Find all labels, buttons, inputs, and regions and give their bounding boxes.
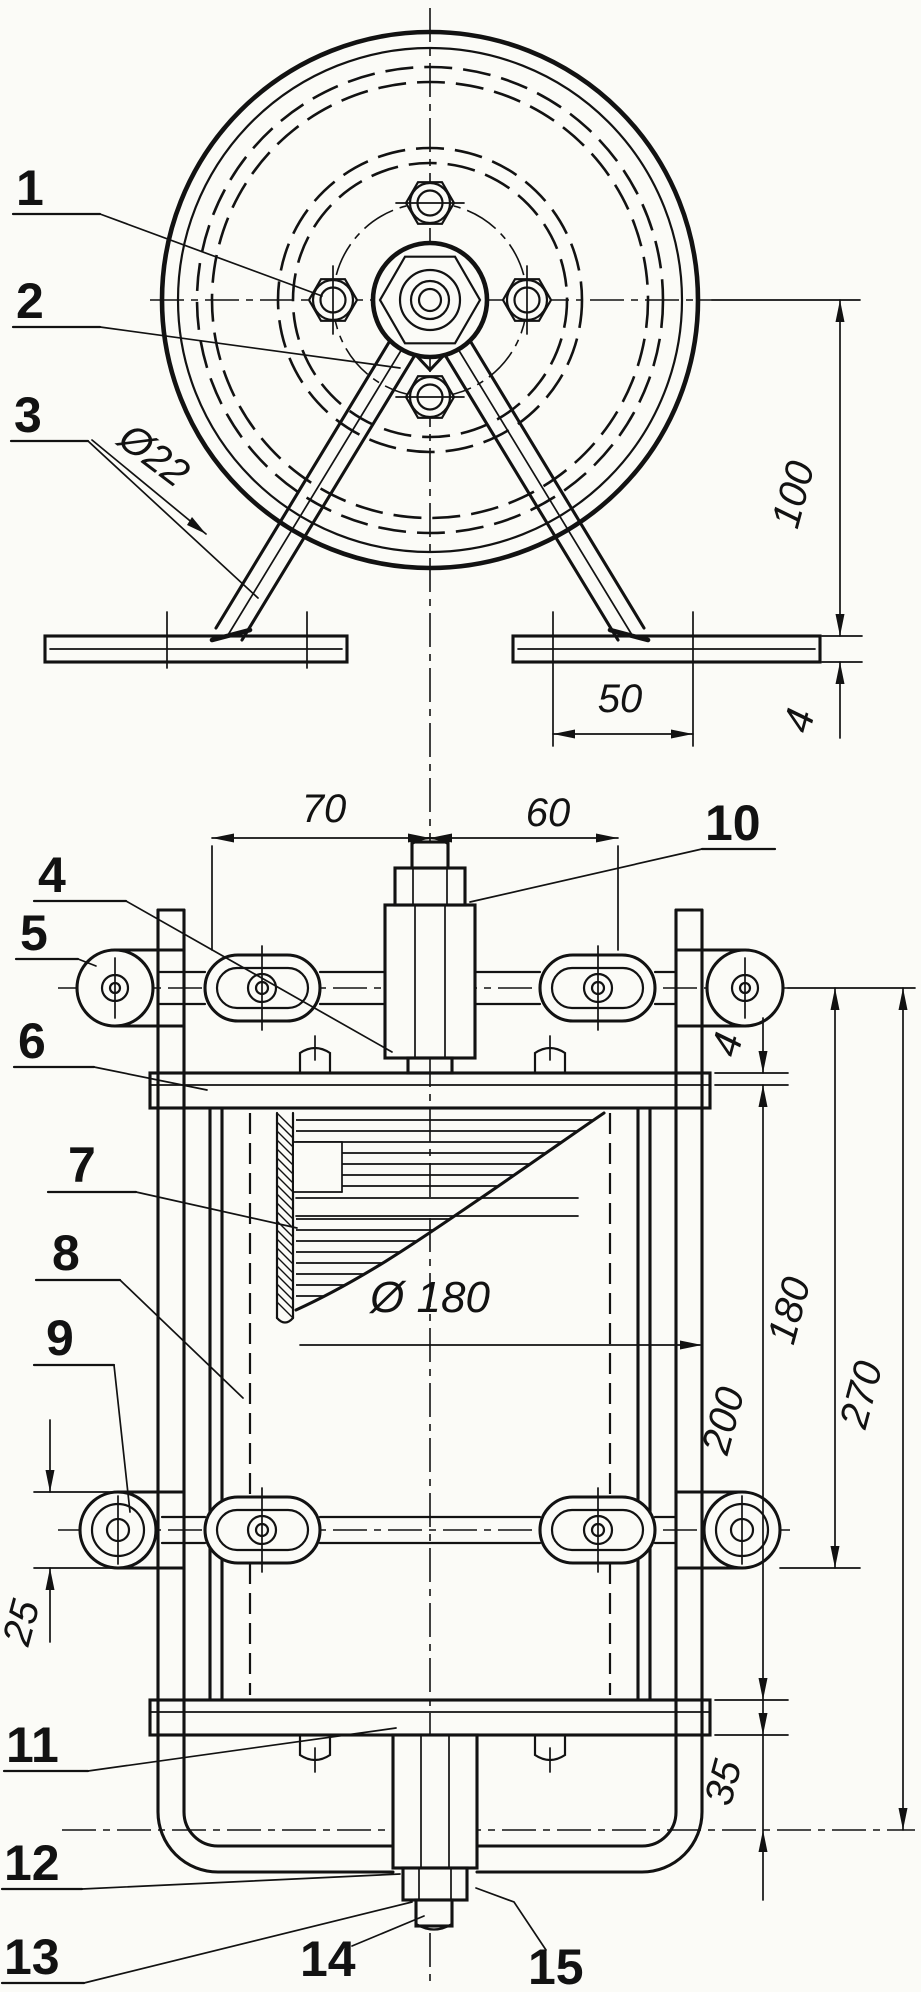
svg-text:12: 12 [4, 1835, 60, 1891]
right-foot [511, 634, 822, 664]
part-label-10: 10 [469, 795, 777, 903]
part-label-12: 12 [0, 1835, 401, 1891]
svg-text:14: 14 [300, 1931, 356, 1987]
svg-text:3: 3 [14, 387, 42, 443]
bolt-bottom [395, 375, 465, 419]
svg-text:2: 2 [16, 273, 44, 329]
dim-50: 50 [552, 611, 694, 747]
part-label-11: 11 [2, 1717, 397, 1773]
part-label-13: 13 [0, 1901, 413, 1985]
upper-left-oval-lug [203, 945, 322, 1031]
upper-left-ear-lug [75, 948, 186, 1028]
bolt-left [307, 265, 359, 335]
right-leg [440, 332, 651, 643]
dim-50-text: 50 [598, 677, 643, 721]
top-bearing-block [383, 836, 477, 1075]
wheel-groove-band [296, 1199, 578, 1215]
part-label-1: 1 [11, 160, 323, 297]
svg-text:8: 8 [52, 1225, 80, 1281]
svg-text:15: 15 [528, 1939, 584, 1992]
inner-rails [208, 1106, 652, 1702]
dim-70-text: 70 [302, 787, 347, 831]
svg-text:11: 11 [6, 1717, 59, 1773]
part-label-8: 8 [34, 1225, 244, 1399]
bottom-crossbar [148, 1698, 712, 1773]
svg-text:6: 6 [18, 1013, 46, 1069]
part-label-2: 2 [11, 273, 401, 369]
bolt-top [395, 181, 465, 225]
part-label-4: 4 [32, 847, 393, 1053]
part-label-9: 9 [32, 1310, 131, 1513]
upper-shaft-lines [156, 970, 678, 1006]
left-leg [209, 332, 420, 643]
svg-text:4: 4 [38, 847, 66, 903]
lower-shaft-lines [160, 1515, 678, 1545]
upper-right-ear-lug [674, 948, 785, 1028]
dim-25: 25 [0, 1419, 166, 1651]
break-curve [294, 1111, 606, 1312]
front-view: 100 4 50 Ø22 1 [9, 29, 863, 747]
lower-right-ear-lug [674, 1490, 782, 1570]
svg-text:7: 7 [68, 1137, 96, 1193]
hub [370, 240, 490, 360]
dim-dia180-text: Ø 180 [368, 1273, 490, 1322]
part-label-3: 3 [9, 387, 259, 599]
upper-right-oval-lug [538, 945, 657, 1031]
bottom-bearing-block [391, 1733, 479, 1931]
bolt-right [501, 265, 553, 335]
svg-text:9: 9 [46, 1310, 74, 1366]
dim-60-text: 60 [526, 791, 571, 835]
svg-text:1: 1 [16, 160, 44, 216]
part-label-5: 5 [14, 905, 97, 967]
frame-tube [156, 908, 704, 1874]
part-label-6: 6 [12, 1013, 208, 1091]
lower-right-oval-lug [538, 1487, 657, 1573]
svg-text:10: 10 [705, 795, 761, 851]
hub-collar-notch [293, 1141, 343, 1193]
lower-left-oval-lug [203, 1487, 322, 1573]
part-label-7: 7 [46, 1137, 298, 1229]
housing-wall-section [275, 1111, 295, 1324]
part-label-14: 14 [300, 1915, 425, 1987]
dim-70-60: 70 60 [211, 787, 619, 951]
left-foot [43, 611, 349, 669]
part-label-15: 15 [475, 1887, 584, 1992]
svg-text:13: 13 [4, 1929, 60, 1985]
dim-dia180: Ø 180 [299, 1273, 702, 1350]
svg-text:5: 5 [20, 905, 48, 961]
